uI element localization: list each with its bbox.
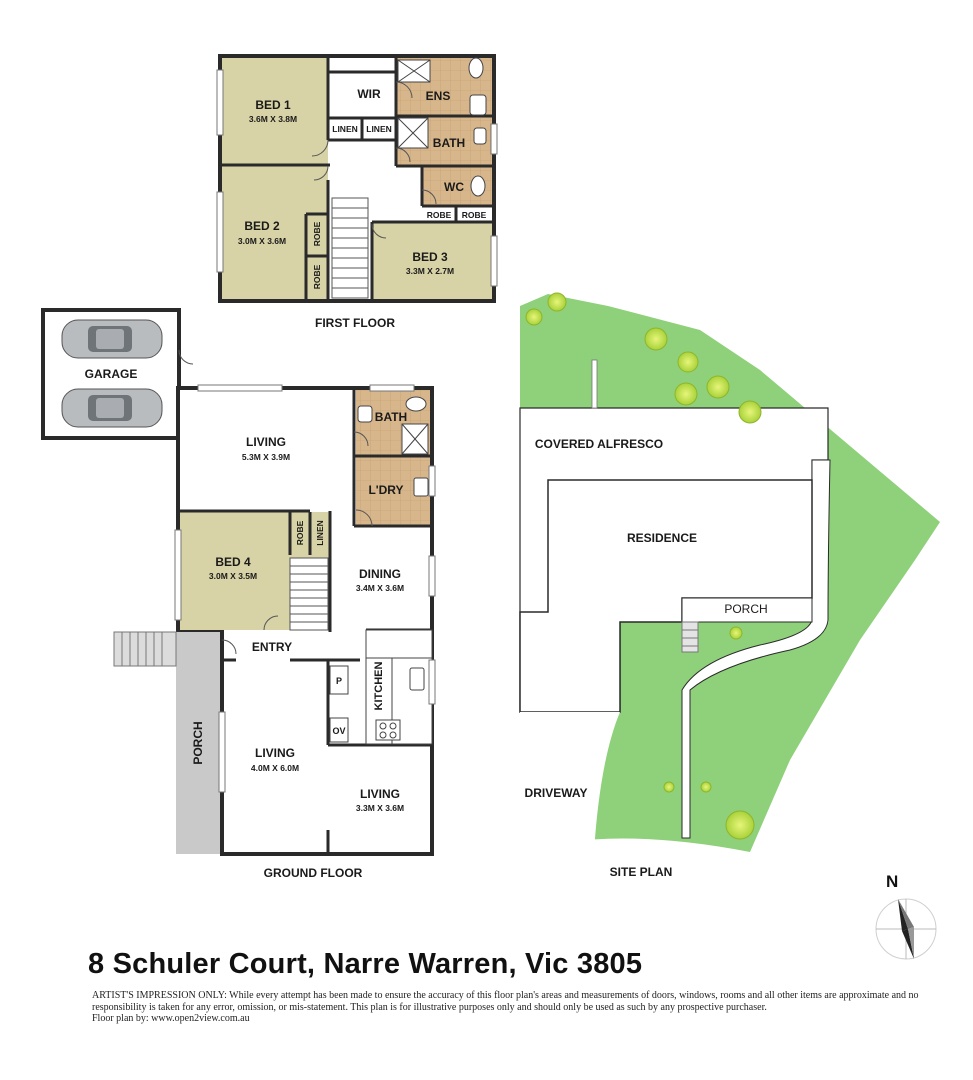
ground-floor [41,308,436,856]
stairs-ground [289,557,329,631]
disclaimer-credit: Floor plan by: www.open2view.com.au [92,1013,250,1024]
first-floor [216,54,498,303]
driveway [520,712,620,852]
compass-icon [875,898,937,960]
living3-label: LIVING [360,787,400,801]
bed3-dim: 3.3M X 2.7M [406,266,454,276]
ens-label: ENS [426,89,451,103]
outside-steps [113,631,177,667]
dining-dim: 3.4M X 3.6M [356,583,404,593]
living1-label: LIVING [246,435,286,449]
porch-ground [176,632,220,854]
ldry-label: L'DRY [368,483,403,497]
residence-label: RESIDENCE [627,531,697,545]
compass-north-label: N [886,872,899,891]
living2-dim: 4.0M X 6.0M [251,763,299,773]
dining-label: DINING [359,567,401,581]
bed4-dim: 3.0M X 3.5M [209,571,257,581]
disclaimer-lead: ARTIST'S IMPRESSION ONLY: [92,990,227,1001]
property-address: 8 Schuler Court, Narre Warren, Vic 3805 [88,948,643,980]
bed4-label: BED 4 [215,555,251,569]
living3-dim: 3.3M X 3.6M [356,803,404,813]
disclaimer: ARTIST'S IMPRESSION ONLY: While every at… [92,990,952,1025]
oven-label: OV [332,726,345,736]
site-plan [519,292,940,860]
bed3-room [372,222,492,299]
wc-label: WC [444,180,464,194]
living1-dim: 5.3M X 3.9M [242,452,290,462]
car-icon [61,319,163,359]
bath-upper-label: BATH [433,136,465,150]
garage-label: GARAGE [85,367,138,381]
ground-floor-caption: GROUND FLOOR [264,866,363,880]
linen1-label: LINEN [332,124,358,134]
pantry-label: P [336,676,342,686]
linen-ground-label: LINEN [315,520,325,546]
wir-label: WIR [357,87,381,101]
bed2-room [222,166,328,299]
kitchen-label: KITCHEN [373,662,385,711]
living2-label: LIVING [255,746,295,760]
bed1-room [222,58,328,164]
linen2-label: LINEN [366,124,392,134]
site-porch-label: PORCH [724,602,767,616]
bed2-label: BED 2 [244,219,280,233]
robe2-label: ROBE [462,210,487,220]
site-plan-caption: SITE PLAN [610,865,673,879]
robe-v2-label: ROBE [312,264,322,289]
entry-label: ENTRY [252,640,292,654]
bed1-dim: 3.6M X 3.8M [249,114,297,124]
alfresco-label: COVERED ALFRESCO [535,437,663,451]
driveway-label: DRIVEWAY [525,786,588,800]
stairs-first [331,197,369,299]
robe1-label: ROBE [427,210,452,220]
residence-footprint [519,479,813,713]
robe-v1-label: ROBE [312,221,322,246]
robe-ground-label: ROBE [295,520,305,545]
site-steps [681,621,699,653]
tree-icon [525,292,762,840]
kitchen-bench [329,629,433,745]
bed2-dim: 3.0M X 3.6M [238,236,286,246]
first-floor-caption: FIRST FLOOR [315,316,395,330]
bed1-label: BED 1 [255,98,291,112]
car-icon [61,388,163,428]
bed3-label: BED 3 [412,250,448,264]
disclaimer-body: While every attempt has been made to ens… [92,990,919,1013]
porch-ground-label: PORCH [191,721,205,764]
bath-ground-label: BATH [375,410,407,424]
site-porch [681,597,813,623]
